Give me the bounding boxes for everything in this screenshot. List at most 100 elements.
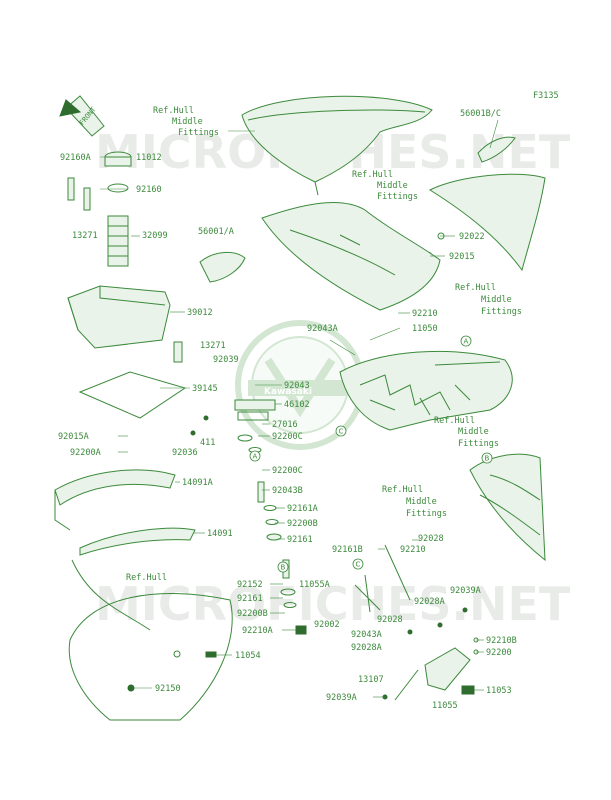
callout-a-top: A	[460, 335, 472, 347]
part-label: 92036	[172, 448, 198, 458]
trim-14091	[79, 527, 196, 556]
svg-text:Middle: Middle	[377, 181, 408, 191]
callout-c-center: C	[335, 425, 347, 437]
part-label: 56001/A	[198, 227, 234, 237]
ref-hull-lower: Ref.Hull Middle Fittings	[382, 485, 447, 519]
part-label: 92161	[237, 594, 263, 604]
part-label: 92015	[449, 252, 475, 262]
rear-deck-frame	[339, 350, 513, 431]
ref-hull-bottom: Ref.Hull	[126, 573, 167, 583]
ref-hull-center: Ref.Hull Middle Fittings	[434, 416, 499, 449]
ref-hull-right1: Ref.Hull Middle Fittings	[352, 170, 418, 202]
part-label: 11054	[235, 651, 261, 661]
deflector-56001a	[199, 252, 246, 283]
latch-assembly-11055	[382, 607, 479, 701]
part-label: 92028A	[414, 597, 445, 607]
part-label: 92043A	[351, 630, 382, 640]
part-label: 92210B	[486, 636, 517, 646]
svg-text:C: C	[339, 428, 344, 436]
spring-rod-assembly	[354, 544, 411, 613]
svg-text:C: C	[356, 561, 361, 569]
clip-11054	[205, 651, 217, 658]
part-label: 46102	[284, 400, 310, 410]
svg-text:Ref.Hull: Ref.Hull	[382, 485, 423, 495]
svg-text:Ref.Hull: Ref.Hull	[126, 573, 167, 583]
part-label: 13107	[358, 675, 384, 685]
part-label: 39145	[192, 384, 218, 394]
part-label: 11012	[136, 153, 162, 163]
svg-text:Fittings: Fittings	[178, 128, 219, 138]
right-lower-hull	[469, 453, 546, 562]
svg-text:Fittings: Fittings	[406, 509, 447, 519]
callout-c-rod: C	[352, 558, 364, 570]
part-label: 92161A	[287, 504, 318, 514]
svg-text:Middle: Middle	[172, 117, 203, 127]
part-label: 92150	[155, 684, 181, 694]
deflector-56001bc	[477, 136, 516, 163]
right-side-fender	[426, 173, 546, 272]
watermark-bottom: MICROFICHES.NET	[95, 577, 571, 631]
trim-14091a	[54, 469, 176, 531]
svg-text:Middle: Middle	[481, 295, 512, 305]
part-label: 39012	[187, 308, 213, 318]
front-arrow-icon	[59, 95, 105, 137]
part-label: 92043A	[307, 324, 338, 334]
callout-b-stack: B	[277, 561, 289, 573]
ref-hull-top: Ref.Hull Middle Fittings	[153, 106, 219, 138]
gasket-39145	[78, 371, 187, 419]
svg-text:B: B	[281, 564, 286, 572]
svg-text:A: A	[253, 453, 258, 461]
part-label: 92200A	[70, 448, 101, 458]
part-label: 11055A	[299, 580, 330, 590]
part-label: 92039	[213, 355, 239, 365]
part-label: 14091	[207, 529, 233, 539]
part-label: 56001B/C	[460, 109, 501, 119]
svg-text:Ref.Hull: Ref.Hull	[455, 283, 496, 293]
figure-code: F3135	[533, 91, 559, 101]
part-label: 92028A	[351, 643, 382, 653]
part-label: 92039A	[450, 586, 481, 596]
part-label: 92039A	[326, 693, 357, 703]
svg-text:Fittings: Fittings	[377, 192, 418, 202]
logo-text: Kawasaki	[264, 387, 312, 397]
part-label: 92043B	[272, 486, 303, 496]
storage-bin-39012	[67, 285, 171, 349]
callout-a-stack: A	[249, 450, 261, 462]
part-label: 92161B	[332, 545, 363, 555]
part-label: 92200C	[272, 466, 303, 476]
svg-text:Ref.Hull: Ref.Hull	[153, 106, 194, 116]
svg-text:B: B	[485, 455, 490, 463]
middle-deck-cover	[261, 201, 441, 311]
part-label: 92160A	[60, 153, 91, 163]
callout-b-right: B	[481, 452, 493, 464]
svg-text:Middle: Middle	[406, 497, 437, 507]
part-label: 92152	[237, 580, 263, 590]
upper-deck-cover	[241, 95, 433, 196]
ref-hull-right2: Ref.Hull Middle Fittings	[455, 283, 522, 317]
hull-outline	[68, 559, 233, 721]
part-label: 11055	[432, 701, 458, 711]
latch-group-46102	[190, 399, 276, 442]
leader-lines	[100, 119, 499, 698]
part-label: 92200B	[237, 609, 268, 619]
svg-text:A: A	[464, 338, 469, 346]
part-label: 13271	[72, 231, 98, 241]
part-label: 14091A	[182, 478, 213, 488]
svg-text:Fittings: Fittings	[481, 307, 522, 317]
svg-text:Ref.Hull: Ref.Hull	[352, 170, 393, 180]
part-label: 92028	[377, 615, 403, 625]
part-label: 32099	[142, 231, 168, 241]
part-label: 92161	[287, 535, 313, 545]
part-label: 411	[200, 438, 215, 448]
part-label: 92200	[486, 648, 512, 658]
part-label: 92210	[412, 309, 438, 319]
part-labels: 56001B/C 92160A 11012 92160 13271 32099 …	[58, 109, 517, 711]
part-label: 11053	[486, 686, 512, 696]
kawasaki-logo	[235, 320, 365, 450]
part-label: 92200C	[272, 432, 303, 442]
part-label: 92210	[400, 545, 426, 555]
svg-text:Fittings: Fittings	[458, 439, 499, 449]
part-label: 92200B	[287, 519, 318, 529]
part-label: 92043	[284, 381, 310, 391]
